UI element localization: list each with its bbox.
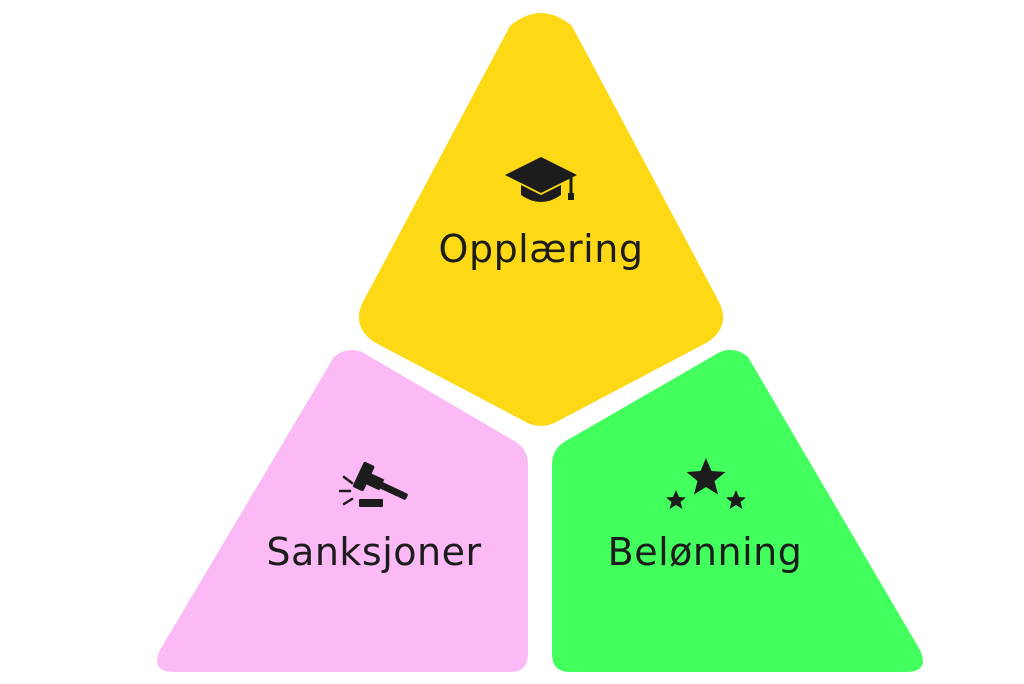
- gavel-icon: [338, 461, 408, 507]
- segment-sanctions-shape: [157, 349, 528, 672]
- segment-reward-label: Belønning: [608, 530, 803, 574]
- graduation-cap-icon: [505, 157, 577, 202]
- three-stars-icon: [666, 458, 746, 509]
- segment-sanctions-label: Sanksjoner: [266, 530, 481, 574]
- segment-training-label: Opplæring: [439, 227, 644, 271]
- segment-training: Opplæring: [358, 13, 724, 426]
- segment-training-shape: [358, 13, 724, 426]
- segment-reward-shape: [552, 349, 923, 672]
- segment-sanctions: Sanksjoner: [157, 349, 528, 672]
- segment-reward: Belønning: [552, 349, 923, 672]
